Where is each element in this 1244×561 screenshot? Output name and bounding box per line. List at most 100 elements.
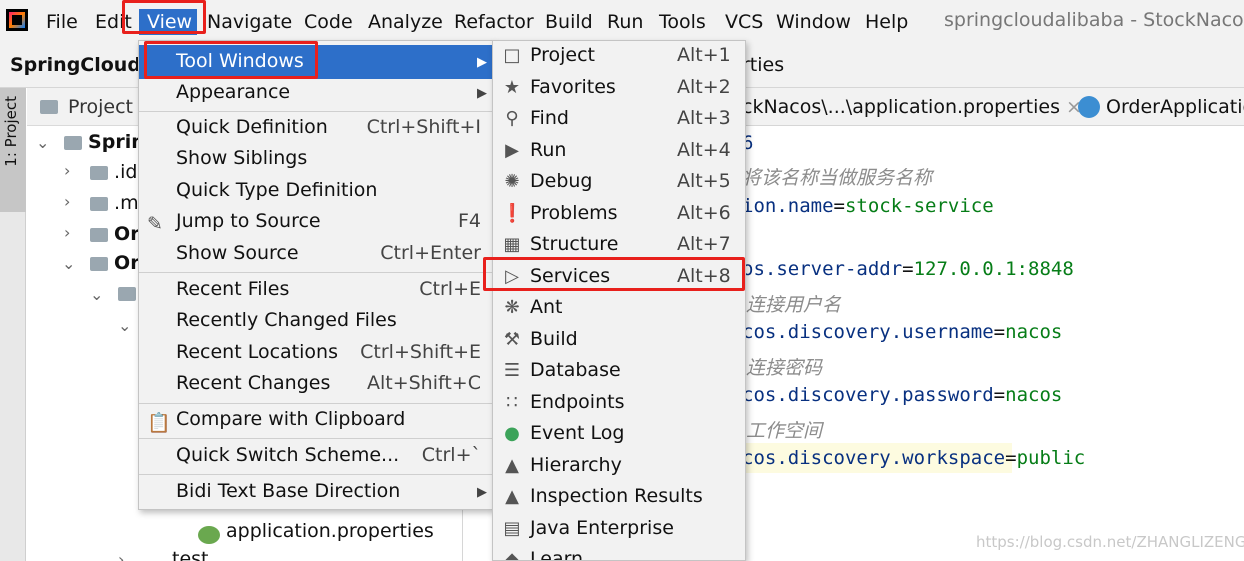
menu-run[interactable]: Run <box>607 11 644 33</box>
project-panel-title[interactable]: Project <box>68 96 134 118</box>
menu-item-appearance[interactable]: Appearance▶ <box>176 81 487 103</box>
tree-item-application-properties[interactable]: application.properties <box>226 520 434 542</box>
clipboard-compare-icon: 📋 <box>147 412 171 434</box>
code-line: cos.discovery.password=nacos <box>742 384 1063 406</box>
menu-edit[interactable]: Edit <box>95 11 132 33</box>
menu-build[interactable]: Build <box>545 11 593 33</box>
chevron-right-icon[interactable]: › <box>64 192 71 211</box>
intellij-logo-icon <box>6 9 28 31</box>
tool-window-learn[interactable]: ◆ Learn <box>493 546 745 560</box>
structure-icon: ▦ <box>503 234 521 255</box>
tool-window-java-enterprise[interactable]: ▤ Java Enterprise <box>493 515 745 545</box>
chevron-right-icon[interactable]: › <box>64 161 71 180</box>
chevron-right-icon[interactable]: › <box>118 550 125 561</box>
code-comment: 连接密码 <box>746 357 823 379</box>
menu-separator <box>139 272 493 273</box>
close-icon[interactable]: × <box>1066 96 1082 118</box>
menu-separator <box>139 474 493 475</box>
properties-file-icon <box>198 526 220 544</box>
menu-item-quick-switch-scheme[interactable]: Quick Switch Scheme...Ctrl+` <box>176 444 481 466</box>
tool-window-hierarchy[interactable]: ▲ Hierarchy <box>493 452 745 482</box>
tool-window-event-log[interactable]: ● Event Log <box>493 420 745 450</box>
menu-item-quick-type-definition[interactable]: Quick Type Definition <box>176 179 378 201</box>
database-icon: ☰ <box>503 360 521 381</box>
folder-icon <box>118 287 136 301</box>
menu-help[interactable]: Help <box>865 11 909 33</box>
folder-icon: □ <box>503 45 521 66</box>
menu-navigate[interactable]: Navigate <box>207 11 293 33</box>
menu-code[interactable]: Code <box>304 11 353 33</box>
tool-window-ant[interactable]: ❋ Ant <box>493 294 745 324</box>
menu-item-bidi-text-base-direction[interactable]: Bidi Text Base Direction▶ <box>176 480 487 502</box>
tree-item-test[interactable]: test <box>172 548 209 561</box>
code-comment: 连接用户名 <box>746 294 842 316</box>
code-line: 6 <box>742 132 754 154</box>
event-log-icon: ● <box>504 423 520 444</box>
tool-window-inspection-results[interactable]: ▲ Inspection Results <box>493 483 745 513</box>
folder-icon <box>90 196 108 211</box>
menu-item-recently-changed-files[interactable]: Recently Changed Files <box>176 309 397 331</box>
tool-window-endpoints[interactable]: ∷ Endpoints <box>493 389 745 419</box>
module-folder-icon <box>90 227 108 242</box>
tree-item-root[interactable]: Sprin <box>64 131 145 153</box>
menu-file[interactable]: File <box>46 11 78 33</box>
tree-item-idea[interactable]: .id <box>90 161 137 183</box>
editor-tab-order-application[interactable]: OrderApplicatio <box>1106 96 1244 118</box>
tree-item-module-2[interactable]: Or <box>90 252 140 274</box>
menu-separator <box>139 403 493 404</box>
menu-tools[interactable]: Tools <box>659 11 706 33</box>
search-icon: ⚲ <box>505 108 519 129</box>
editor-tab-application-properties[interactable]: ckNacos\...\application.properties × <box>742 96 1082 118</box>
chevron-down-icon[interactable]: ⌄ <box>118 316 132 335</box>
bug-icon: ✺ <box>504 171 520 192</box>
chevron-down-icon[interactable]: ⌄ <box>90 285 104 304</box>
chevron-right-icon[interactable]: › <box>64 223 71 242</box>
watermark: https://blog.csdn.net/ZHANGLIZENG <box>976 533 1244 551</box>
tree-item-mvn[interactable]: .m <box>90 192 139 214</box>
menu-window[interactable]: Window <box>776 11 851 33</box>
star-icon: ★ <box>503 77 521 98</box>
learn-icon: ◆ <box>505 549 519 560</box>
java-enterprise-icon: ▤ <box>503 518 521 539</box>
problems-icon: ❗ <box>501 203 524 224</box>
tool-window-database[interactable]: ☰ Database <box>493 357 745 387</box>
chevron-down-icon[interactable]: ⌄ <box>36 133 50 152</box>
project-title[interactable]: SpringCloudA <box>10 54 156 76</box>
folder-icon <box>64 135 82 150</box>
chevron-down-icon[interactable]: ⌄ <box>62 254 76 273</box>
menu-view[interactable]: View <box>139 9 197 35</box>
tool-window-build[interactable]: ⚒ Build <box>493 326 745 356</box>
hammer-icon: ⚒ <box>503 329 521 350</box>
menu-item-tool-windows[interactable]: Tool Windows▶ <box>139 45 493 79</box>
menu-item-compare-with-clipboard[interactable]: 📋 Compare with Clipboard <box>147 408 406 434</box>
hierarchy-icon: ▲ <box>505 455 519 476</box>
endpoints-icon: ∷ <box>506 392 518 413</box>
menu-refactor[interactable]: Refactor <box>454 11 534 33</box>
menu-vcs[interactable]: VCS <box>725 11 764 33</box>
menu-item-show-siblings[interactable]: Show Siblings <box>176 147 308 169</box>
menu-separator <box>139 438 493 439</box>
ant-icon: ❋ <box>504 297 520 318</box>
java-class-icon <box>1078 96 1100 118</box>
pencil-icon: ✎ <box>147 213 163 235</box>
project-tool-tab[interactable] <box>0 88 26 212</box>
menu-analyze[interactable]: Analyze <box>368 11 443 33</box>
tree-item-module-1[interactable]: Or <box>90 223 140 245</box>
code-comment: 工作空间 <box>746 420 823 442</box>
breadcrumb-fragment[interactable]: rties <box>742 54 785 76</box>
